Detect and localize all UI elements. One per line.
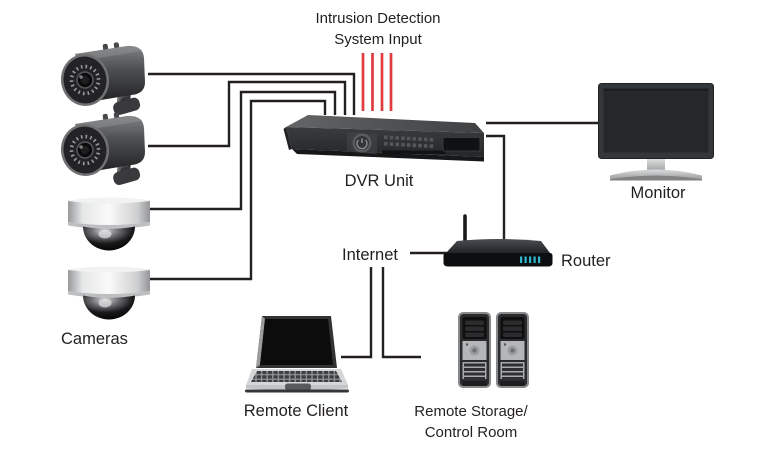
cable-bullet1-dvr xyxy=(148,72,356,115)
dome-camera-2 xyxy=(66,262,152,328)
monitor-label: Monitor xyxy=(630,184,686,202)
monitor-screen xyxy=(603,88,709,153)
intrusion-title: Intrusion Detection System Input xyxy=(315,8,440,50)
dvr-label: DVR Unit xyxy=(344,172,414,190)
cable-bullet2-dvr xyxy=(148,80,347,148)
router-leds xyxy=(520,256,541,263)
intrusion-title-line1: Intrusion Detection xyxy=(315,10,441,27)
remote-client-laptop xyxy=(245,316,349,393)
cable-internet-laptop xyxy=(341,267,373,359)
dvr-display-panel xyxy=(442,137,481,152)
cameras-label: Cameras xyxy=(61,330,128,348)
bullet-camera-2 xyxy=(55,112,151,188)
router-label: Router xyxy=(561,252,611,270)
remote-storage-label-line2: Control Room xyxy=(424,424,518,441)
monitor-stand xyxy=(647,159,665,172)
remote-storage-label-line1: Remote Storage/ xyxy=(414,403,528,420)
cable-dome2-dvr xyxy=(150,99,327,281)
bullet-camera-1 xyxy=(55,42,151,118)
dvr-button-grid xyxy=(384,135,434,148)
internet-label: Internet xyxy=(342,246,398,264)
laptop-keyboard xyxy=(251,371,342,382)
cable-dvr-router xyxy=(486,134,506,241)
server-tower-2 xyxy=(496,312,529,388)
cable-internet-servers xyxy=(381,267,421,359)
remote-storage-servers xyxy=(420,311,530,391)
router xyxy=(443,214,553,267)
dome-camera-1 xyxy=(66,193,152,259)
monitor-base xyxy=(610,169,702,179)
remote-client-label: Remote Client xyxy=(243,402,349,420)
server-tower-1 xyxy=(458,312,491,388)
dvr-disc-tray xyxy=(382,150,446,154)
laptop-screen xyxy=(260,319,333,365)
laptop-touchpad xyxy=(285,383,311,390)
dvr-unit xyxy=(283,115,484,162)
remote-storage-label: Remote Storage/ Control Room xyxy=(414,401,527,443)
cable-dome1-dvr xyxy=(150,90,337,211)
monitor xyxy=(598,83,714,181)
intrusion-title-line2: System Input xyxy=(334,31,422,48)
dvr-power-button xyxy=(352,133,372,153)
